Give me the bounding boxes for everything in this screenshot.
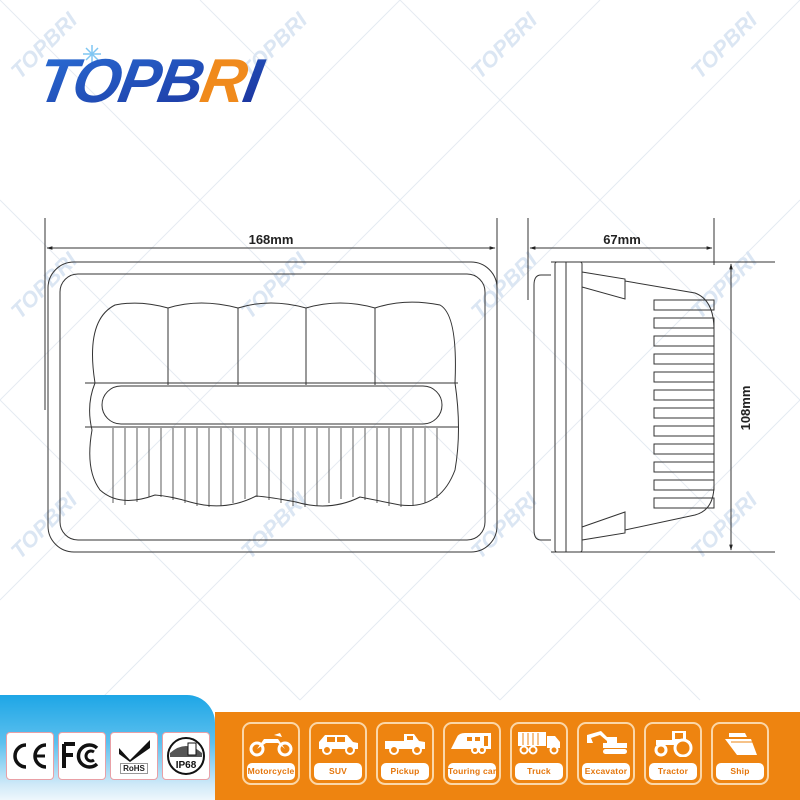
- cert-badge-rohs: RoHS: [110, 732, 158, 780]
- star-spark-icon: [83, 45, 101, 63]
- app-label: Tractor: [649, 763, 697, 780]
- rohs-label: RoHS: [120, 763, 148, 774]
- app-label: Truck: [515, 763, 563, 780]
- certifications-panel: RoHS IP68: [0, 695, 215, 800]
- cert-badge-ip68: IP68: [162, 732, 210, 780]
- ip68-icon: IP68: [167, 737, 205, 775]
- suv-icon: [319, 735, 358, 755]
- app-tile-tractor: Tractor: [644, 722, 702, 785]
- brand-logo: TOPBRI: [40, 45, 270, 110]
- pickup-icon: [385, 734, 425, 755]
- app-tile-suv: SUV: [309, 722, 367, 785]
- app-tile-touring-car: Touring car: [443, 722, 501, 785]
- app-tile-ship: Ship: [711, 722, 769, 785]
- truck-icon: [518, 732, 560, 755]
- app-tile-pickup: Pickup: [376, 722, 434, 785]
- front-cooling-fins: [112, 428, 438, 507]
- touring-car-icon: [451, 733, 491, 754]
- bottom-banner: RoHS IP68 Motorcycle: [0, 695, 800, 800]
- excavator-icon: [587, 731, 627, 754]
- app-label: Motorcycle: [247, 763, 295, 780]
- app-tile-truck: Truck: [510, 722, 568, 785]
- cert-badge-fcc: [58, 732, 106, 780]
- technical-drawing: 168mm 67mm 108mm: [44, 218, 775, 553]
- app-label: Excavator: [582, 763, 630, 780]
- motorcycle-icon: [249, 733, 293, 757]
- app-tile-excavator: Excavator: [577, 722, 635, 785]
- app-tile-motorcycle: Motorcycle: [242, 722, 300, 785]
- width-dimension-label: 168mm: [249, 232, 294, 247]
- app-label: Touring car: [448, 763, 496, 780]
- app-label: Ship: [716, 763, 764, 780]
- fcc-mark-icon: [62, 742, 99, 769]
- ce-mark-icon: [13, 743, 47, 769]
- tractor-icon: [654, 731, 693, 757]
- height-dimension-label: 108mm: [738, 386, 753, 431]
- applications-panel: Motorcycle SUV Pickup: [215, 712, 800, 800]
- app-label: Pickup: [381, 763, 429, 780]
- svg-text:IP68: IP68: [176, 760, 197, 771]
- rohs-check-icon: [119, 740, 150, 762]
- side-view: [527, 218, 775, 553]
- front-view: [44, 218, 498, 553]
- app-label: SUV: [314, 763, 362, 780]
- depth-dimension-label: 67mm: [603, 232, 641, 247]
- side-cooling-fins: [653, 299, 715, 509]
- cert-badge-ce: [6, 732, 54, 780]
- ship-icon: [725, 733, 757, 755]
